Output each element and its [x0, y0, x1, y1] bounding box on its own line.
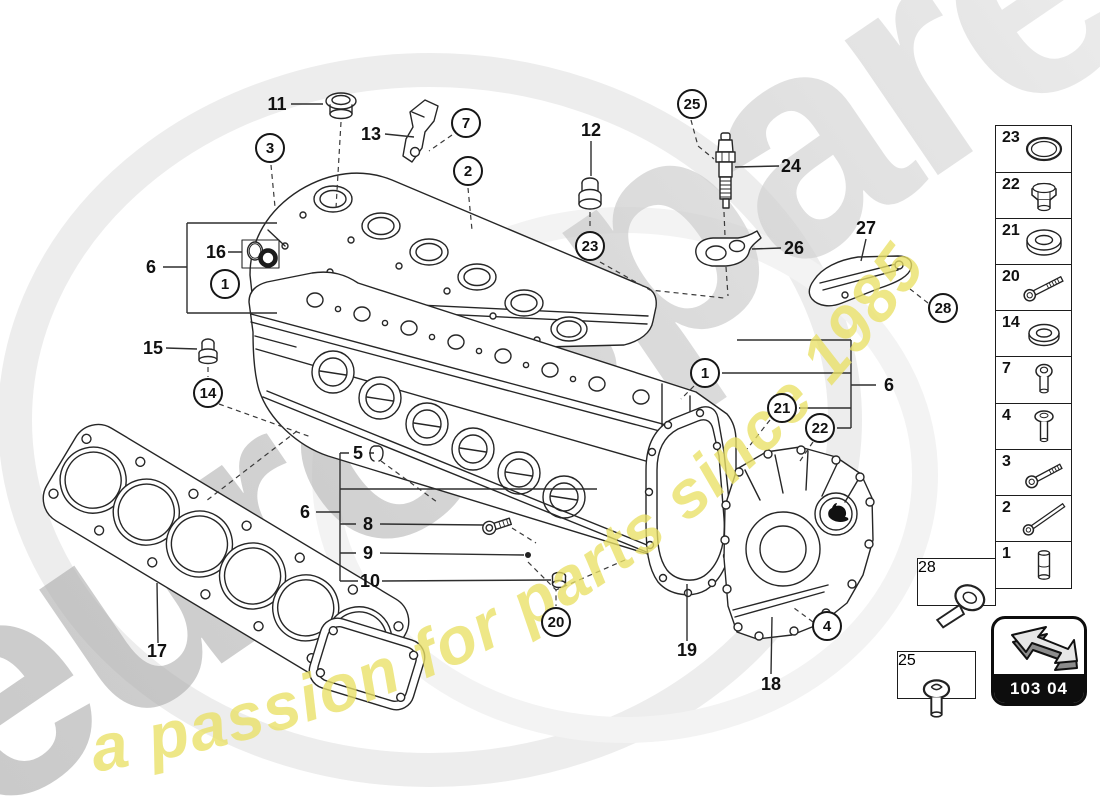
pan-screw-icon [1018, 407, 1070, 447]
callout-circle-22[interactable]: 22 [805, 413, 835, 443]
bracket-part[interactable] [402, 99, 439, 163]
part-label-13: 13 [360, 124, 382, 144]
part-label-5: 5 [352, 443, 364, 463]
part-label-19: 19 [676, 640, 698, 660]
part-label-11: 11 [267, 94, 287, 114]
legend-cell-21[interactable]: 21 [995, 217, 1072, 266]
legend-cell-20[interactable]: 20 [995, 264, 1072, 312]
legend-cell-3[interactable]: 3 [995, 448, 1072, 497]
watermark-swoosh [0, 53, 938, 787]
legend-number: 28 [918, 559, 936, 576]
legend-number: 23 [1002, 129, 1020, 147]
spark-plug-part[interactable] [715, 132, 736, 209]
legend-cell-2[interactable]: 2 [995, 495, 1072, 543]
clamp-part[interactable] [695, 230, 762, 267]
chain-guide-part[interactable] [808, 255, 913, 307]
long-screw-icon [1018, 499, 1070, 539]
part-label-6: 6 [883, 375, 895, 395]
part-label-17: 17 [146, 641, 168, 661]
callout-circle-14[interactable]: 14 [193, 378, 223, 408]
legend-number: 25 [898, 652, 916, 669]
legend-cell-22[interactable]: 22 [995, 171, 1072, 220]
legend-number: 2 [1002, 499, 1011, 517]
dowel-pin-icon [1018, 545, 1070, 585]
callout-circle-2[interactable]: 2 [453, 156, 483, 186]
callout-circle-1[interactable]: 1 [210, 269, 240, 299]
part-label-6: 6 [145, 257, 157, 277]
legend-number: 21 [1002, 221, 1020, 239]
part-label-15: 15 [142, 338, 164, 358]
legend-number: 4 [1002, 406, 1011, 424]
callout-circle-23[interactable]: 23 [575, 231, 605, 261]
timing-cover-gasket-part[interactable] [644, 406, 733, 598]
legend-cell-7[interactable]: 7 [995, 356, 1072, 405]
cylinder-head-part[interactable] [248, 271, 737, 562]
page-code-badge[interactable]: 103 04 [991, 616, 1087, 706]
sealing-plug-part[interactable] [198, 338, 218, 365]
part-label-18: 18 [760, 674, 782, 694]
bull-emblem [828, 503, 849, 522]
dashed-leader-lines [205, 119, 929, 623]
flat-head-screw-icon [918, 584, 995, 640]
part-label-8: 8 [362, 514, 374, 534]
leader-lines [156, 103, 876, 675]
timing-cover-part[interactable] [720, 445, 875, 641]
part-label-6: 6 [299, 502, 311, 522]
callout-circle-1[interactable]: 1 [690, 358, 720, 388]
part-label-27: 27 [855, 218, 877, 238]
legend-number: 1 [1002, 545, 1011, 563]
sealing-cap-part[interactable] [578, 177, 602, 210]
callout-circle-7[interactable]: 7 [451, 108, 481, 138]
hex-bolt-icon [1018, 176, 1070, 216]
legend-cell-25[interactable]: 25 [897, 651, 976, 718]
callout-circle-21[interactable]: 21 [767, 393, 797, 423]
plug-part[interactable] [551, 571, 567, 589]
o-ring-seals-part[interactable] [241, 239, 280, 269]
chain-case-gasket-part[interactable] [305, 614, 429, 714]
filler-cap-part[interactable] [325, 92, 357, 120]
legend-number: 7 [1002, 360, 1011, 378]
legend-number: 22 [1002, 175, 1020, 193]
ball-part[interactable] [525, 552, 531, 558]
legend-cell-23[interactable]: 23 [995, 125, 1072, 174]
callout-circle-3[interactable]: 3 [255, 133, 285, 163]
part-label-24: 24 [780, 156, 802, 176]
mid-screw-icon [1018, 453, 1070, 493]
legend-number: 3 [1002, 452, 1011, 470]
dome-screw-icon [898, 679, 975, 733]
callout-circle-4[interactable]: 4 [812, 611, 842, 641]
legend-cell-14[interactable]: 14 [995, 310, 1072, 359]
part-label-26: 26 [783, 238, 805, 258]
callout-circle-28[interactable]: 28 [928, 293, 958, 323]
legend-cell-4[interactable]: 4 [995, 402, 1072, 451]
part-label-10: 10 [359, 571, 381, 591]
o-ring-icon [1018, 129, 1070, 169]
page-code-bar: 103 04 [994, 674, 1084, 703]
flat-washer-icon [1018, 314, 1070, 354]
page-code: 103 04 [1010, 678, 1068, 698]
socket-bolt-icon [1018, 360, 1070, 400]
back-arrow-icon [1011, 626, 1078, 671]
oil-bolt-part[interactable] [481, 515, 512, 536]
legend-number: 20 [1002, 268, 1020, 286]
long-bolt-icon [1018, 268, 1070, 308]
part-label-12: 12 [580, 120, 602, 140]
part-label-9: 9 [362, 543, 374, 563]
legend-number: 14 [1002, 314, 1020, 332]
legend-cell-28[interactable]: 28 [917, 558, 996, 629]
washer-icon [1018, 222, 1070, 262]
callout-circle-25[interactable]: 25 [677, 89, 707, 119]
part-label-16: 16 [205, 242, 227, 262]
legend-cell-1[interactable]: 1 [995, 541, 1072, 590]
callout-circle-20[interactable]: 20 [541, 607, 571, 637]
